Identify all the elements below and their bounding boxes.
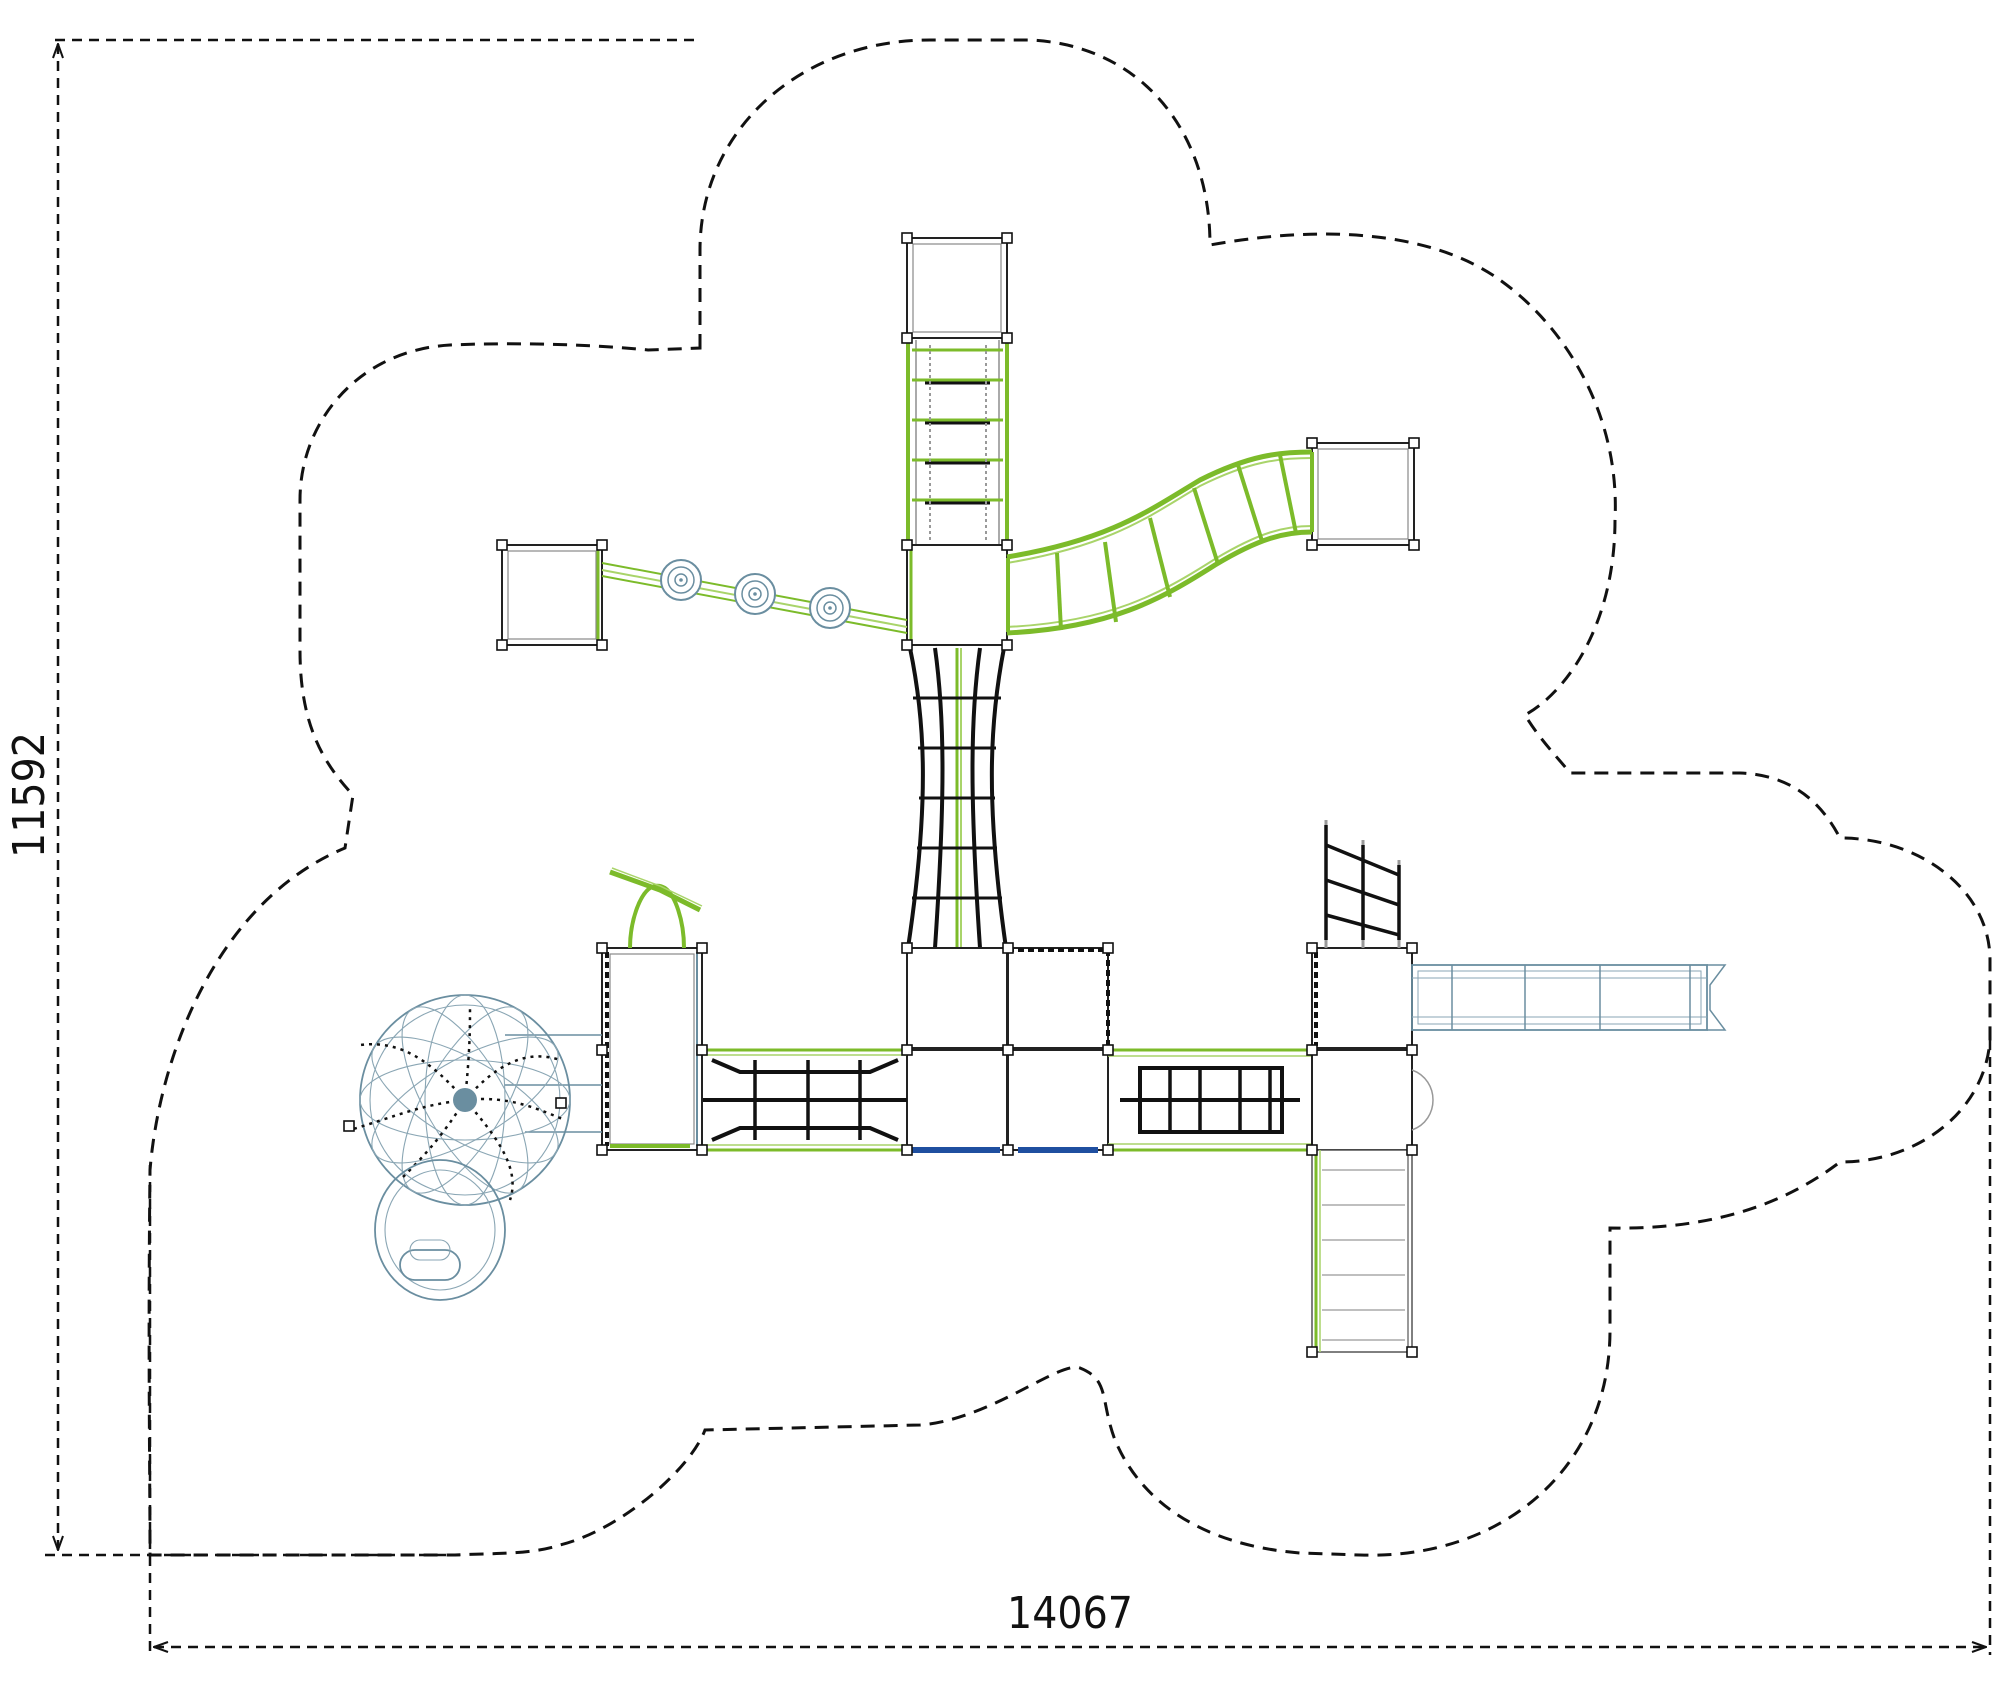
vertical-net-tunnel bbox=[906, 647, 1008, 949]
posts bbox=[496, 232, 1420, 1358]
right-net-bridge bbox=[1108, 1048, 1312, 1152]
post bbox=[1001, 539, 1013, 551]
spiral-net-climber bbox=[343, 994, 602, 1301]
height-dimension: 11592 bbox=[4, 38, 700, 1557]
stepping-disc bbox=[734, 573, 776, 615]
access-ladder bbox=[1311, 1149, 1413, 1353]
post bbox=[1306, 539, 1318, 551]
safety-zone-outline bbox=[147, 38, 1992, 1557]
curved-bridge bbox=[1006, 449, 1314, 636]
top-tower bbox=[906, 237, 1008, 339]
post bbox=[1406, 1346, 1418, 1358]
post bbox=[1406, 1044, 1418, 1056]
blue-panel bbox=[1018, 1147, 1098, 1153]
post bbox=[1002, 1044, 1014, 1056]
left-block bbox=[601, 947, 703, 1151]
post bbox=[696, 942, 708, 954]
blue-panel bbox=[912, 1147, 1000, 1153]
post bbox=[1406, 1144, 1418, 1156]
central-platforms bbox=[906, 947, 1110, 1153]
post bbox=[596, 942, 608, 954]
post bbox=[1406, 942, 1418, 954]
stepping-disc bbox=[809, 587, 851, 629]
left-tower bbox=[501, 544, 603, 646]
post bbox=[1001, 232, 1013, 244]
post bbox=[1002, 942, 1014, 954]
post bbox=[496, 639, 508, 651]
right-tower bbox=[1311, 442, 1415, 546]
net-climber-top bbox=[1324, 820, 1401, 948]
post bbox=[1002, 1144, 1014, 1156]
straight-slide bbox=[1411, 964, 1727, 1031]
left-net-bridge bbox=[702, 1048, 907, 1152]
slide-exit bbox=[374, 1159, 506, 1301]
upper-platform bbox=[906, 544, 1008, 646]
post bbox=[1001, 332, 1013, 344]
post bbox=[596, 539, 608, 551]
post bbox=[901, 639, 913, 651]
post bbox=[1306, 1044, 1318, 1056]
post bbox=[596, 1044, 608, 1056]
post bbox=[596, 639, 608, 651]
post bbox=[901, 539, 913, 551]
post bbox=[1001, 639, 1013, 651]
stepping-disc-bridge bbox=[601, 559, 908, 634]
post bbox=[596, 1144, 608, 1156]
post bbox=[901, 1144, 913, 1156]
width-dimension: 14067 bbox=[148, 1040, 1992, 1655]
post bbox=[1408, 437, 1420, 449]
post bbox=[1306, 1346, 1318, 1358]
post bbox=[901, 232, 913, 244]
post bbox=[901, 332, 913, 344]
post bbox=[901, 942, 913, 954]
post bbox=[1408, 539, 1420, 551]
rope-ladder-bridge bbox=[906, 340, 1009, 545]
seesaw-handle bbox=[609, 867, 703, 949]
post bbox=[696, 1144, 708, 1156]
post bbox=[901, 1044, 913, 1056]
post bbox=[496, 539, 508, 551]
post bbox=[1306, 437, 1318, 449]
post bbox=[1102, 1144, 1114, 1156]
post bbox=[1102, 1044, 1114, 1056]
width-dimension-label: 14067 bbox=[1007, 1588, 1133, 1639]
post bbox=[1306, 1144, 1318, 1156]
height-dimension-label: 11592 bbox=[4, 732, 55, 858]
post bbox=[1102, 942, 1114, 954]
post bbox=[1306, 942, 1318, 954]
stepping-disc bbox=[660, 559, 702, 601]
post bbox=[696, 1044, 708, 1056]
